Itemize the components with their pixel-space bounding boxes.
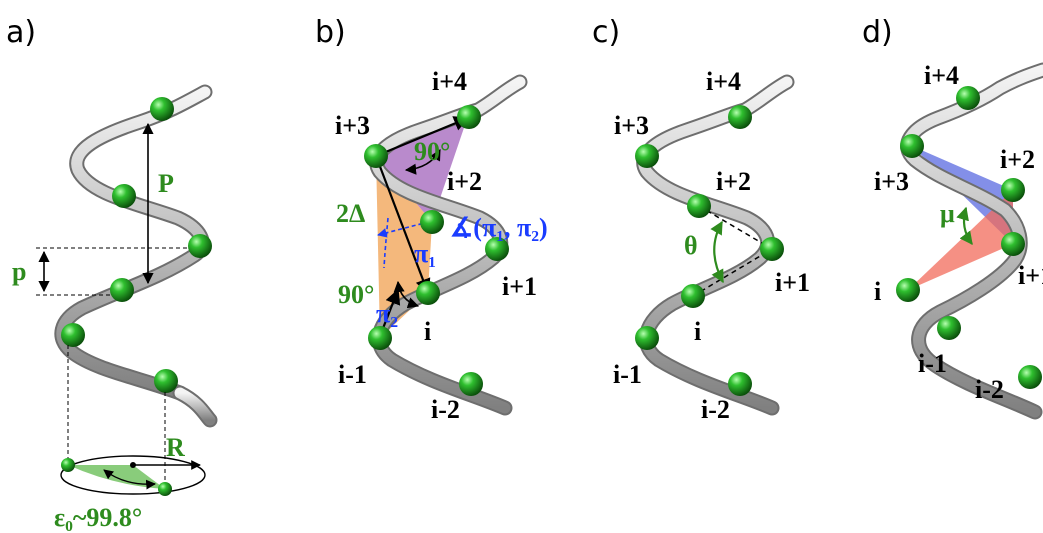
residue-label: i+4: [924, 61, 959, 90]
residue-label: i+2: [447, 167, 482, 196]
panel-d: d) i+4 i+3 i+2 i+1 i i-1 i-2 μ: [862, 15, 1043, 420]
atom-i-2: [1018, 365, 1042, 389]
panel-c-label: c): [592, 15, 620, 50]
residue-label: i+3: [614, 111, 649, 140]
mu-arc: [956, 206, 973, 246]
panel-a: a) P p R ε₀~99.8°: [6, 15, 218, 532]
radius-label: R: [166, 433, 185, 462]
atom-i+4: [457, 105, 481, 129]
helix-base-circle: [60, 455, 206, 495]
atom-i+2: [420, 210, 444, 234]
atom: [110, 278, 134, 302]
rise-label: p: [12, 257, 26, 286]
theta-arc: [710, 220, 724, 284]
atom-i+4: [728, 105, 752, 129]
atom-i-1: [368, 326, 392, 350]
atom-i-2: [459, 372, 483, 396]
atom-i+1: [485, 237, 509, 261]
panel-b: b) i+4 i+3 i+2 i+1 i i-1 i-2 90° 90° 2Δ: [315, 15, 548, 424]
pi2-label: π₂: [376, 299, 398, 328]
residue-label: i+1: [502, 272, 537, 301]
residue-label: i: [694, 317, 701, 346]
angle-arc: [103, 469, 156, 490]
residue-label: i+1: [1018, 261, 1043, 290]
atom-i+2: [687, 194, 711, 218]
residue-label: i+2: [716, 167, 751, 196]
plane-angle-arrow: [377, 217, 437, 238]
atom-i+1: [1001, 232, 1025, 256]
panel-d-label: d): [862, 15, 893, 50]
residue-label: i-1: [338, 360, 367, 389]
atom-i: [681, 284, 705, 308]
residue-label: i+3: [874, 167, 909, 196]
residue-label: i+2: [1000, 145, 1035, 174]
bond-dashed: [692, 248, 773, 297]
atom-i: [896, 278, 920, 302]
atom: [61, 323, 85, 347]
atom-i+3: [364, 144, 388, 168]
atom-projection: [158, 482, 172, 496]
residue-label: i+3: [335, 111, 370, 140]
atom-i+3: [635, 144, 659, 168]
residue-label: i-2: [975, 375, 1004, 404]
delta-label: 2Δ: [336, 199, 365, 228]
residue-label: i-1: [918, 349, 947, 378]
theta-label: θ: [684, 231, 698, 260]
panel-b-label: b): [315, 15, 346, 50]
residue-label: i-1: [613, 360, 642, 389]
angle-bottom-label: 90°: [338, 280, 374, 309]
atom-i+3: [900, 134, 924, 158]
atom: [150, 97, 174, 121]
mu-label: μ: [940, 199, 955, 228]
residue-label: i+1: [775, 268, 810, 297]
atom-i+4: [956, 86, 980, 110]
atom: [112, 184, 136, 208]
angle-top-label: 90°: [414, 137, 450, 166]
right-angle-arc-top: [404, 149, 441, 175]
helix-tube-a: [54, 84, 218, 428]
atom-i+2: [1001, 178, 1025, 202]
pitch-label: P: [158, 169, 174, 198]
panel-c: c) i+4 i+3 i+2 i+1 i i-1 i-2 θ: [592, 15, 810, 424]
residue-label: i+4: [432, 67, 467, 96]
residue-label: i-2: [431, 395, 460, 424]
panel-a-label: a): [6, 15, 36, 50]
plane-angle-label: ∡(π₁, π₂): [450, 213, 548, 242]
residue-label: i: [874, 277, 881, 306]
residue-label: i: [424, 317, 431, 346]
helix-tube-c: [636, 74, 795, 416]
vector-i3-to-i4: [375, 116, 470, 158]
atom: [154, 369, 178, 393]
atom-i-2: [728, 372, 752, 396]
atom-i-1: [635, 326, 659, 350]
atom-i-1: [937, 316, 961, 340]
angle-label: ε₀~99.8°: [54, 503, 142, 532]
atom-i: [416, 281, 440, 305]
residue-label: i+4: [706, 67, 741, 96]
plane-angle-arc: [383, 217, 389, 269]
atom-i+1: [760, 237, 784, 261]
right-angle-arc-bottom: [393, 280, 420, 309]
atom-projection: [61, 458, 75, 472]
atom: [188, 234, 212, 258]
residue-label: i-2: [701, 395, 730, 424]
pi1-label: π₁: [414, 239, 436, 268]
